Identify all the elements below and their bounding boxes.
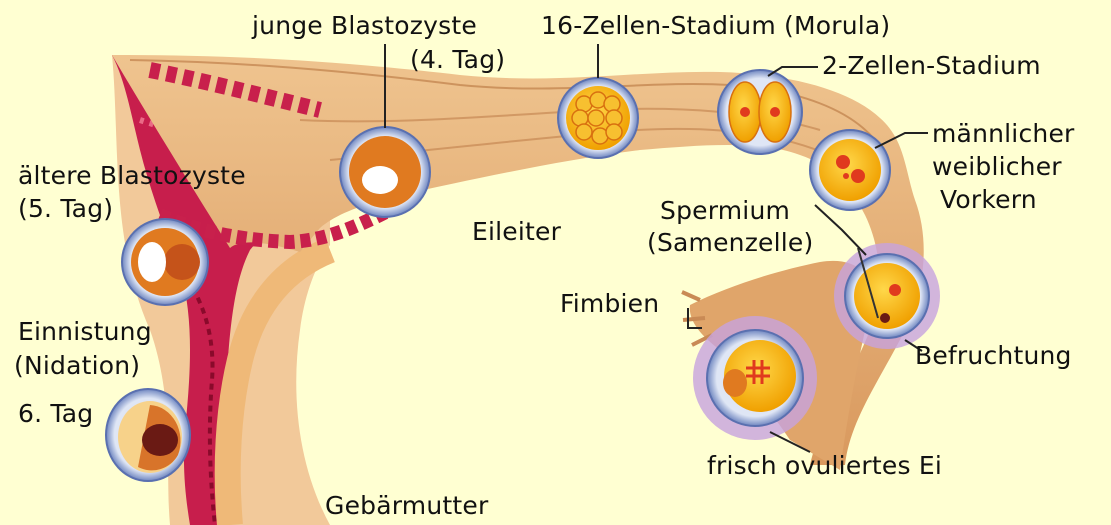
morula-cell [558,78,638,158]
label-older-blastocyst: ältere Blastozyste [18,162,246,190]
label-oviduct: Eileiter [472,218,561,246]
label-nidation: (Nidation) [14,352,140,380]
fertilization-cell [834,243,940,349]
ovulated-egg [693,316,817,440]
older-blastocyst [122,219,208,305]
label-fimbriae: Fimbien [560,290,659,318]
label-female: weiblicher [932,153,1062,181]
label-day6: 6. Tag [18,400,93,428]
label-uterus: Gebärmutter [325,492,488,520]
label-day5: (5. Tag) [18,195,113,223]
label-sperm-cell: (Samenzelle) [647,229,813,257]
label-fertilization: Befruchtung [915,342,1072,370]
label-pronucleus: Vorkern [940,186,1037,214]
label-sperm: Spermium [660,197,790,225]
label-implantation: Einnistung [18,318,152,346]
label-ovulated-egg: frisch ovuliertes Ei [707,452,942,480]
label-two-cell: 2-Zellen-Stadium [822,52,1041,80]
implantation-cell [106,389,190,481]
label-young-blastocyst: junge Blastozyste [252,12,477,40]
two-cell-stage [718,70,802,154]
young-blastocyst [340,127,430,217]
label-male: männlicher [932,120,1075,148]
label-morula: 16-Zellen-Stadium (Morula) [541,12,890,40]
pronucleus-cell [810,130,890,210]
label-day4: (4. Tag) [410,46,505,74]
